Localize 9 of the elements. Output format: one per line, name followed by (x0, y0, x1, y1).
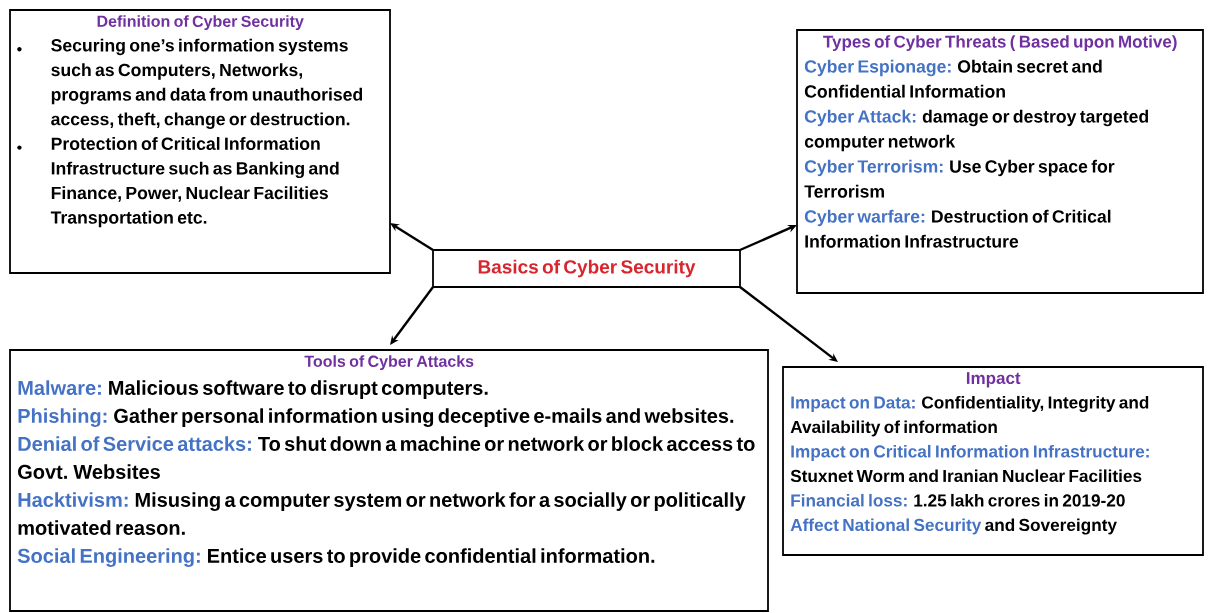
arrow (739, 224, 797, 252)
text-box: Tools of Cyber Attacks Malware: Malicious software to disrupt computers. Phishing: Gather personal information using deceptive e-mails and websites. Denial of Service attacks: To shut down a machine or network or block access to Govt. Websites Hacktivism: Misusing a computer system or network for a socially or politically motivated reason. Social Engineering: Entice users to provide confidential information. (9, 349, 769, 612)
text-box: Types of Cyber Threats ( Based upon Motive) Cyber Espionage: Obtain secret and Confidential Information Cyber Attack: damage or destroy targeted computer network Cyber Terrorism: Use Cyber space for Terrorism Cyber warfare: Destruction of Critical Information Infrastructure (796, 29, 1204, 294)
arrow (390, 286, 434, 345)
arrow (739, 286, 838, 362)
arrow (390, 223, 434, 251)
text-box: Definition of Cyber Security Securing one’s information systems such as Computers, Networks, programs and data from unauthorised access, theft, change or destruction. Protection of Critical Information Infrastructure such as Banking and Finance, Power, Nuclear Facilities Transportation etc. (9, 9, 391, 274)
text-box: Impact Impact on Data: Confidentiality, Integrity and Availability of information Impact on Critical Information Infrastructure: Stuxnet Worm and Iranian Nuclear Facilities Financial loss: 1.25 lakh crores in 2019-20 Affect National Security and Sovereignty (782, 366, 1204, 556)
title-box: Basics of Cyber Security (432, 249, 741, 288)
